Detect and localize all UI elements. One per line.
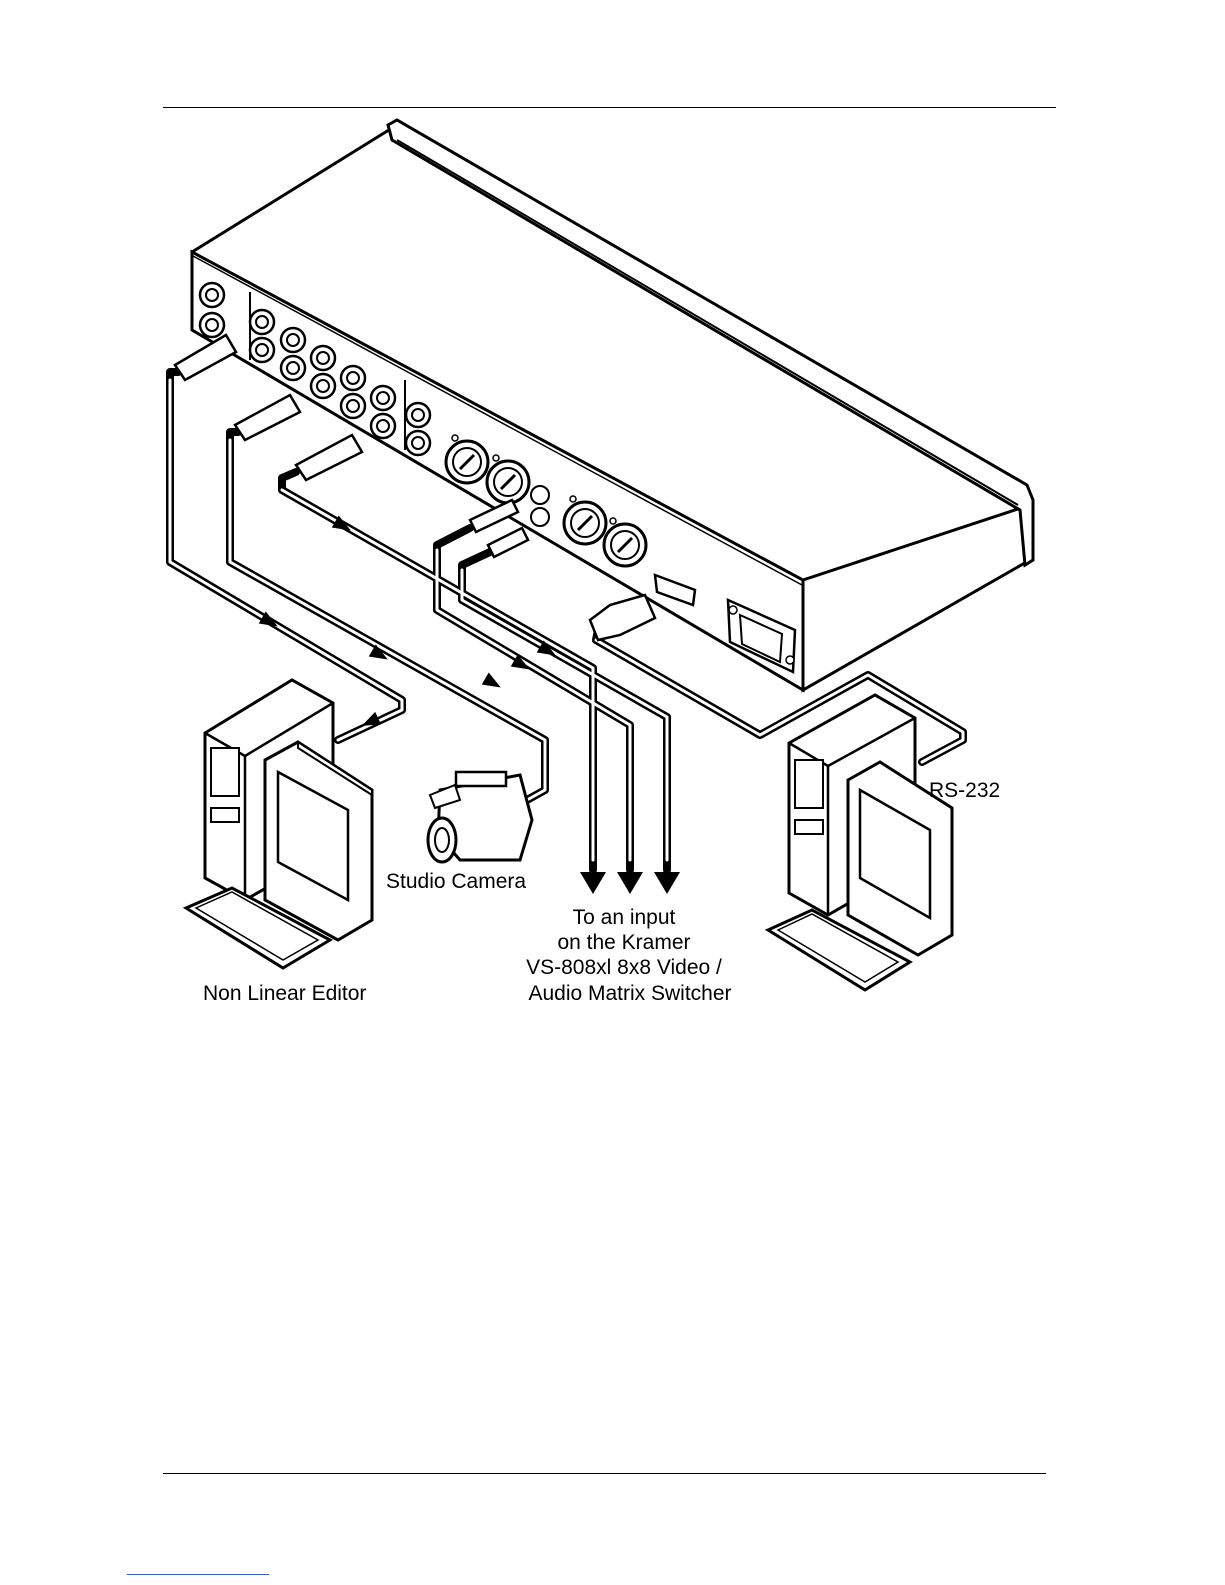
label-destination-line2: on the Kramer <box>557 931 690 954</box>
studio-camera-device <box>428 772 532 862</box>
output-arrowheads <box>580 872 680 894</box>
footer-rule <box>163 1473 1046 1474</box>
footer-link-underline[interactable] <box>127 1574 269 1575</box>
label-destination-line1: To an input <box>573 906 676 929</box>
non-linear-editor-computer <box>186 680 372 968</box>
label-destination-line3: VS-808xl 8x8 Video / <box>526 956 722 979</box>
label-destination-line4: Audio Matrix Switcher <box>528 982 731 1005</box>
label-non-linear-editor: Non Linear Editor <box>203 982 366 1005</box>
rs232-controller-computer <box>768 695 952 990</box>
label-rs232: RS-232 <box>929 779 1000 802</box>
label-studio-camera: Studio Camera <box>386 870 526 893</box>
